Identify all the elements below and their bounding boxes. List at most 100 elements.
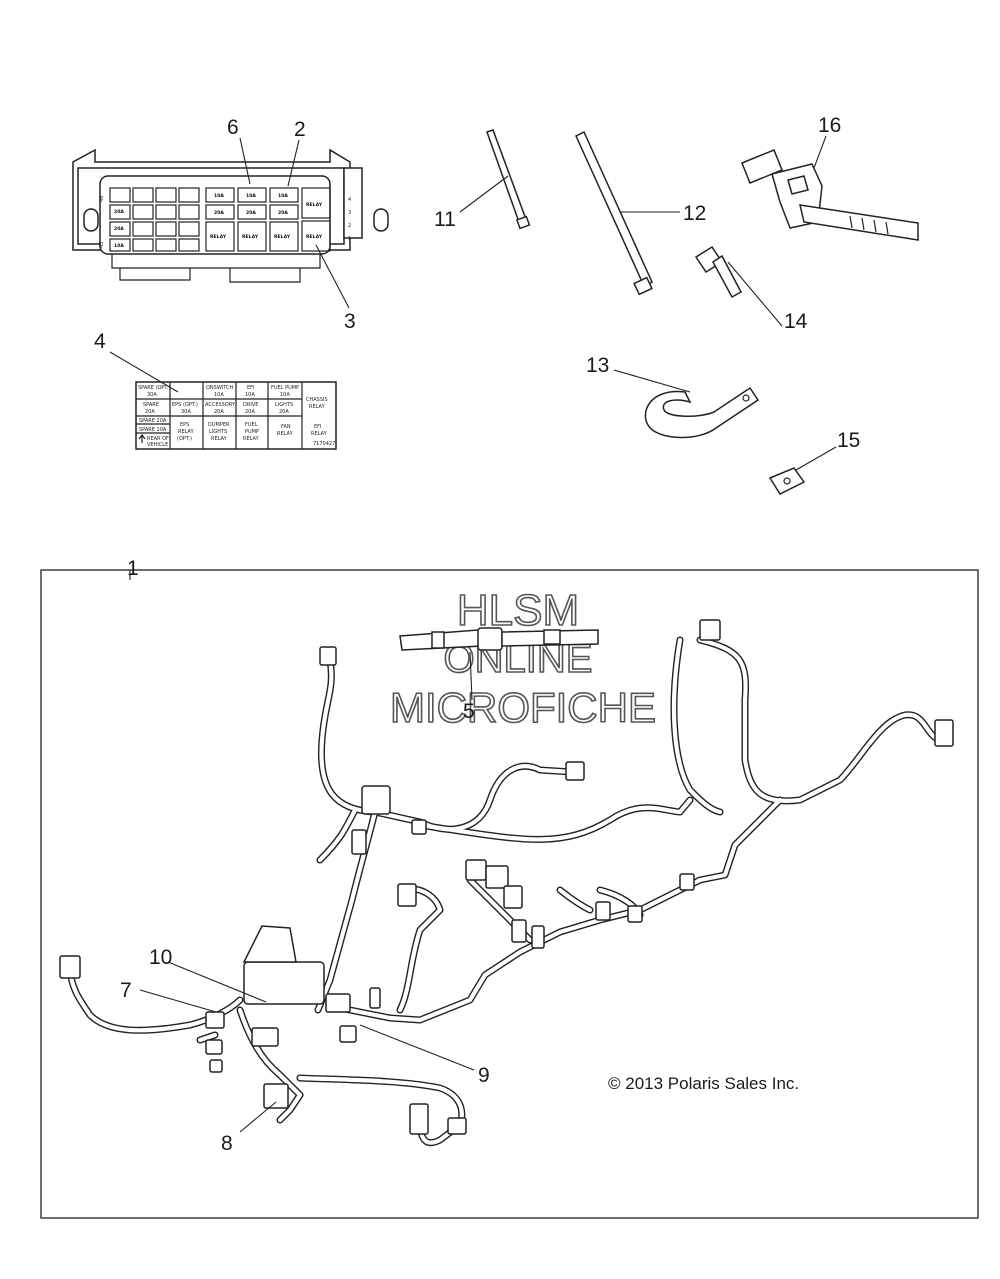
- decal-fuel: FUEL: [245, 422, 258, 428]
- connector-bottom-right: [409, 1103, 429, 1135]
- clip-right-2: [627, 905, 643, 923]
- fuse-label-20a-3: 20A: [214, 210, 224, 216]
- connector-right-mid: [565, 761, 585, 781]
- fuse-label-10a-2: 10A: [246, 193, 256, 199]
- decal-lights: LIGHTS: [275, 402, 293, 408]
- decal-spare-20a: 20A: [145, 409, 155, 415]
- callout-5: 5: [463, 700, 475, 723]
- callout-6: 6: [227, 116, 239, 139]
- relay-label-4: RELAY: [306, 202, 323, 208]
- clip-nut: [768, 467, 806, 495]
- p-clamp: [644, 386, 760, 439]
- decal-pump: PUMP: [245, 429, 259, 435]
- connector-bottom-far: [447, 1117, 467, 1135]
- flange-bolt: [694, 245, 743, 299]
- decal-efi: EFI: [247, 385, 255, 391]
- relay-label-2: RELAY: [242, 234, 259, 240]
- wire-core-4: [671, 637, 723, 815]
- callout-7: 7: [120, 979, 132, 1002]
- copyright-text: © 2013 Polaris Sales Inc.: [608, 1074, 799, 1093]
- callout-8: 8: [221, 1132, 233, 1155]
- decal-accessory-20a: 20A: [214, 409, 224, 415]
- cable-tie-large: [575, 130, 653, 296]
- decal-drive: DRIVE: [243, 402, 258, 408]
- fuse-side-left-top: 46: [99, 196, 105, 202]
- fuse-label-20a-1: 20A: [114, 209, 124, 215]
- decal-onswitch: ONSWITCH: [206, 385, 234, 391]
- decal-spare-10a-row: SPARE 10A: [139, 427, 167, 433]
- connector-cluster-4: [511, 919, 527, 943]
- decal-efi-10a: 10A: [245, 392, 255, 398]
- watermark: HLSM ONLINE MICROFICHE: [389, 585, 657, 732]
- decal-efi-relay: RELAY: [311, 431, 328, 437]
- clip-right-1: [679, 873, 695, 891]
- decal-dumper-relay: RELAY: [211, 436, 228, 442]
- connector-left-mid: [205, 1011, 225, 1029]
- cable-tie-small: [486, 129, 531, 230]
- fuse-label-10a-1: 10A: [214, 193, 224, 199]
- connector-right-small: [595, 901, 611, 921]
- fuse-side-left-bottom: 45: [99, 242, 105, 248]
- fuse-side-right-2: 3: [348, 210, 351, 216]
- callout-15: 15: [837, 429, 860, 452]
- relay-label-3: RELAY: [274, 234, 291, 240]
- connector-top-right: [699, 619, 721, 641]
- decal-dumper-lights: LIGHTS: [209, 429, 227, 435]
- watermark-line1: HLSM: [457, 586, 579, 635]
- fuse-side-right-3: 2: [348, 223, 351, 229]
- fuse-label-10a-4: 10A: [114, 243, 124, 249]
- callout-10: 10: [149, 946, 172, 969]
- watermark-line3: MICROFICHE: [390, 684, 656, 731]
- callout-11: 11: [434, 208, 456, 231]
- connector-right-of-fusebox: [325, 993, 351, 1013]
- relay-label-1: RELAY: [210, 234, 227, 240]
- decal-chassis-relay: RELAY: [309, 404, 326, 410]
- decal-eps-relay: RELAY: [178, 429, 195, 435]
- connector-mid-left: [397, 883, 417, 907]
- decal-chassis: CHASSIS: [306, 397, 328, 403]
- connector-bottom-8: [263, 1083, 289, 1109]
- connector-far-right: [934, 719, 954, 747]
- fuse-label-10a-3: 10A: [278, 193, 288, 199]
- connector-mid-small: [369, 987, 381, 1009]
- decal-lights-20a: 20A: [279, 409, 289, 415]
- leader-lines: [109, 135, 837, 1133]
- wire-core-10: [557, 887, 593, 913]
- decal-dumper: DUMPER: [208, 422, 230, 428]
- fuse-box: 46 45 4 3 2 1 20A 20A 10A 10A 10A 10A 20…: [72, 148, 389, 283]
- callout-4: 4: [94, 330, 106, 353]
- connector-lower-left: [209, 1059, 223, 1073]
- connector-center-block: [361, 785, 391, 815]
- callout-13: 13: [586, 354, 609, 377]
- decal-fuel-pump-10a: 10A: [280, 392, 290, 398]
- decal-fuel-pump: FUEL PUMP: [271, 385, 299, 391]
- connector-clip-a: [411, 819, 427, 835]
- connector-cluster-5: [531, 925, 545, 949]
- harness-connectors: [59, 619, 954, 1135]
- wire-core-2: [417, 797, 693, 842]
- decal-30a: 30A: [147, 392, 157, 398]
- wire-3: [696, 636, 944, 805]
- wire-4: [670, 636, 724, 816]
- decal-part-number: 7170427: [313, 441, 335, 447]
- relay-mount: [242, 925, 297, 963]
- wire-core-6: [337, 797, 783, 1023]
- decal-eps-30a: 30A: [181, 409, 191, 415]
- decal-vehicle: VEHICLE: [147, 442, 168, 448]
- decal-onswitch-10a: 10A: [214, 392, 224, 398]
- decal-fan-relay: RELAY: [277, 431, 294, 437]
- connector-cluster-3: [503, 885, 523, 909]
- connector-top: [319, 646, 337, 666]
- decal-pump-relay: RELAY: [243, 436, 260, 442]
- push-mount-tie: [741, 149, 919, 241]
- connector-left-low: [205, 1039, 223, 1055]
- decal-fan: FAN: [281, 424, 291, 430]
- decal-drive-20a: 20A: [245, 409, 255, 415]
- decal-spare: SPARE: [143, 402, 159, 408]
- harness-frame: [40, 569, 979, 1219]
- fuse-side-right-4: 1: [348, 236, 351, 242]
- wire-core-13: [297, 1075, 464, 1145]
- relay-label-5: RELAY: [306, 234, 323, 240]
- callout-16: 16: [818, 114, 841, 137]
